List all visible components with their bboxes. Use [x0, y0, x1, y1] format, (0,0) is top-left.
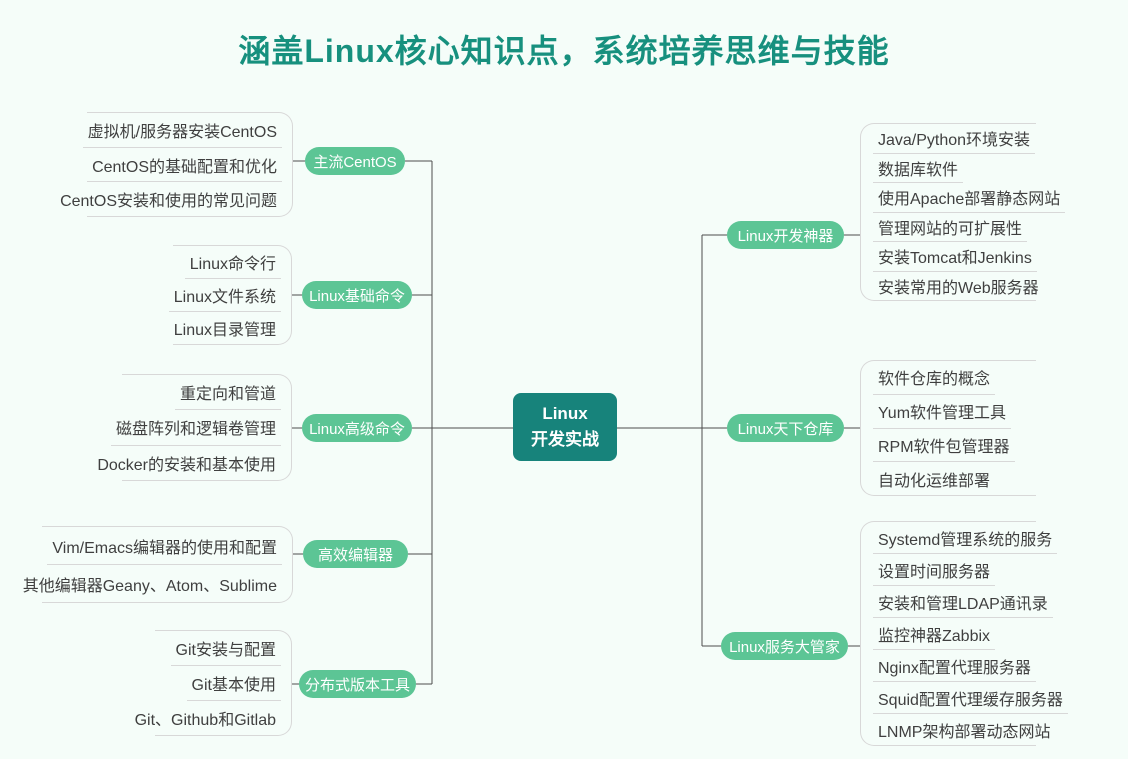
branch-pill-advanced-commands: Linux高级命令 [302, 414, 412, 442]
leaf-item: CentOS的基础配置和优化 [87, 148, 282, 183]
leaf-item: 磁盘阵列和逻辑卷管理 [110, 410, 281, 446]
leaf-item: 重定向和管道 [174, 375, 281, 411]
leaf-item: 使用Apache部署静态网站 [873, 183, 1066, 213]
center-node-line1: Linux [542, 403, 588, 423]
leaf-item: 其他编辑器Geany、Atom、Sublime [22, 577, 277, 595]
leaf-item: 安装Tomcat和Jenkins [873, 242, 1037, 272]
branch-pill-dev-tools: Linux开发神器 [727, 221, 844, 249]
branch-pill-git: 分布式版本工具 [299, 670, 416, 698]
leaf-item: 设置时间服务器 [873, 554, 996, 586]
leaf-group-dev-tools: Java/Python环境安装 数据库软件 使用Apache部署静态网站 管理网… [860, 123, 1066, 301]
leaf-item: 安装和管理LDAP通讯录 [873, 586, 1053, 618]
leaf-item: Docker的安装和基本使用 [97, 456, 276, 474]
leaf-item: Linux命令行 [184, 246, 281, 279]
leaf-item: Squid配置代理缓存服务器 [873, 682, 1068, 714]
leaf-group-advanced-commands: 重定向和管道 磁盘阵列和逻辑卷管理 Docker的安装和基本使用 [97, 374, 292, 481]
leaf-item: Nginx配置代理服务器 [873, 650, 1036, 682]
leaf-item: Git、Github和Gitlab [134, 712, 276, 729]
branch-pill-editors: 高效编辑器 [303, 540, 408, 568]
branch-pill-centos: 主流CentOS [305, 147, 405, 175]
branch-pill-repositories: Linux天下仓库 [727, 414, 844, 442]
branch-pill-services: Linux服务大管家 [721, 632, 848, 660]
leaf-item: 管理网站的可扩展性 [873, 213, 1028, 242]
leaf-group-repositories: 软件仓库的概念 Yum软件管理工具 RPM软件包管理器 自动化运维部署 [860, 360, 1036, 496]
leaf-group-git: Git安装与配置 Git基本使用 Git、Github和Gitlab [135, 630, 292, 736]
leaf-item: 安装常用的Web服务器 [878, 279, 1039, 297]
leaf-item: Git基本使用 [186, 666, 281, 701]
leaf-item: RPM软件包管理器 [873, 429, 1015, 463]
leaf-group-basic-commands: Linux命令行 Linux文件系统 Linux目录管理 [168, 245, 292, 345]
leaf-item: 自动化运维部署 [878, 472, 991, 490]
page-title: 涵盖Linux核心知识点，系统培养思维与技能 [238, 33, 890, 69]
center-root-node: Linux 开发实战 [513, 393, 617, 461]
leaf-item: Linux文件系统 [168, 279, 281, 312]
leaf-item: 软件仓库的概念 [873, 361, 996, 395]
leaf-item: Vim/Emacs编辑器的使用和配置 [47, 527, 282, 565]
leaf-item: CentOS安装和使用的常见问题 [60, 193, 277, 211]
leaf-group-editors: Vim/Emacs编辑器的使用和配置 其他编辑器Geany、Atom、Subli… [23, 526, 293, 603]
leaf-group-centos: 虚拟机/服务器安装CentOS CentOS的基础配置和优化 CentOS安装和… [60, 112, 293, 217]
leaf-item: Git安装与配置 [170, 631, 281, 666]
leaf-item: Linux目录管理 [173, 322, 276, 339]
leaf-item: LNMP架构部署动态网站 [878, 723, 1051, 741]
center-node-line2: 开发实战 [531, 430, 599, 449]
leaf-item: 虚拟机/服务器安装CentOS [82, 113, 282, 148]
leaf-group-services: Systemd管理系统的服务 设置时间服务器 安装和管理LDAP通讯录 监控神器… [860, 521, 1068, 746]
leaf-item: 监控神器Zabbix [873, 618, 996, 650]
leaf-item: Java/Python环境安装 [873, 124, 1036, 154]
leaf-item: 数据库软件 [873, 154, 964, 183]
leaf-item: Systemd管理系统的服务 [873, 522, 1058, 554]
branch-pill-basic-commands: Linux基础命令 [302, 281, 412, 309]
leaf-item: Yum软件管理工具 [873, 395, 1012, 429]
